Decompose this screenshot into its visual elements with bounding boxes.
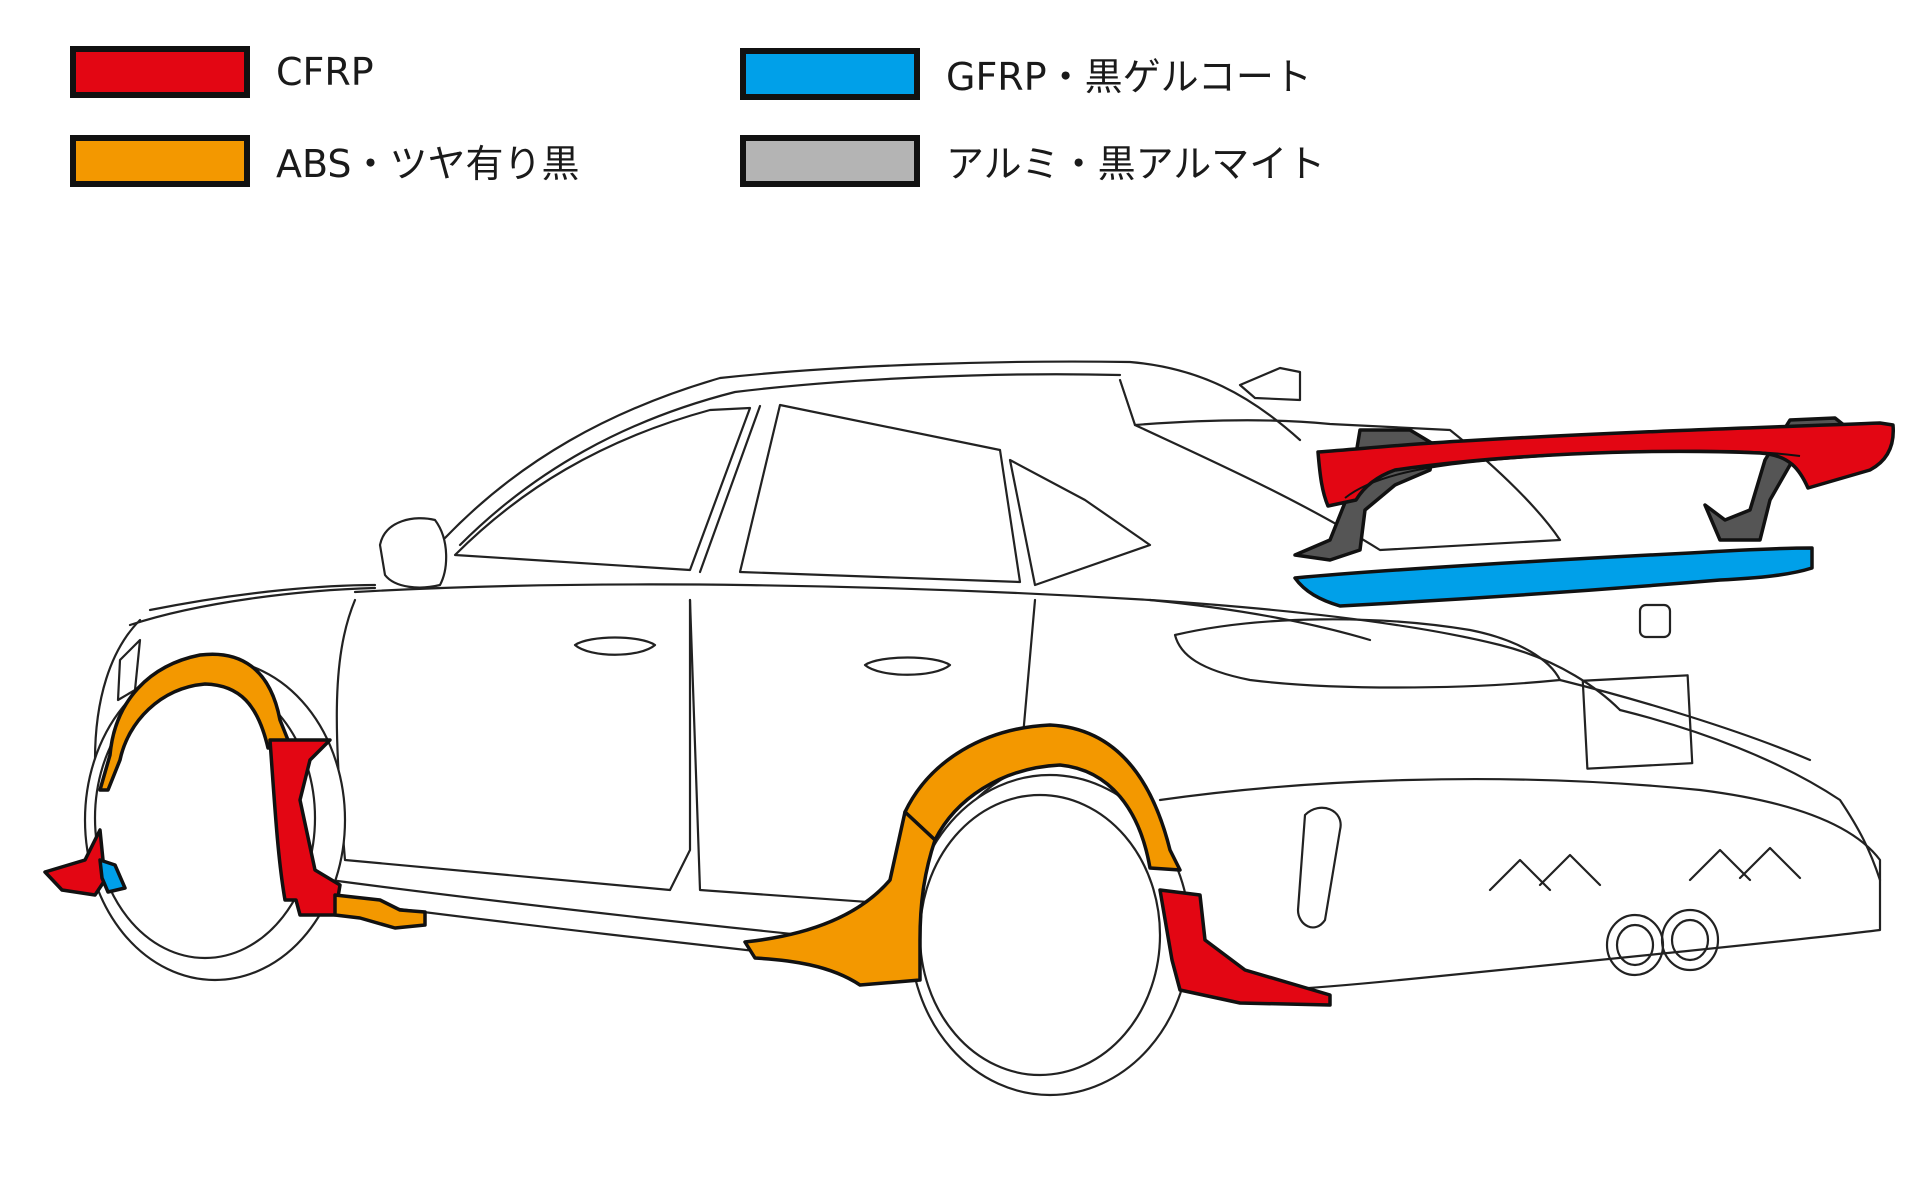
rear-emblem [1638, 603, 1672, 639]
front-lip [98, 858, 127, 894]
front-door-handle [573, 636, 657, 656]
front-canard [43, 828, 107, 897]
rear-wing [1316, 421, 1895, 508]
taillight [1173, 618, 1562, 689]
hood-line [128, 586, 377, 627]
rear-side-window [738, 403, 1022, 584]
front-door [335, 598, 692, 892]
license-plate [1581, 674, 1694, 770]
rear-bumper [1158, 778, 1882, 994]
alumi-swatch [740, 134, 920, 187]
side-mirror [378, 517, 448, 589]
rear-mudguard [1158, 888, 1332, 1007]
legend-item-cfrp: CFRP [70, 46, 374, 98]
legend-label-cfrp: CFRP [276, 50, 374, 94]
exhaust-tip-right [1660, 908, 1720, 972]
gfrp-swatch [740, 47, 920, 100]
legend-label-gfrp: GFRP・黒ゲルコート [946, 55, 1312, 99]
antenna [1238, 366, 1302, 402]
front-wheel-spat [268, 738, 342, 917]
legend-item-alumi: アルミ・黒アルマイト [740, 133, 1325, 188]
roof-line [443, 360, 1302, 540]
quarter-window [1008, 458, 1152, 587]
rear-diffuser [1488, 846, 1802, 892]
legend-item-gfrp: GFRP・黒ゲルコート [740, 46, 1312, 101]
legend-item-abs: ABS・ツヤ有り黒 [70, 133, 580, 188]
rear-window [1133, 419, 1562, 552]
front-side-window [453, 406, 752, 572]
rear-door-handle [863, 656, 952, 676]
legend-label-alumi: アルミ・黒アルマイト [946, 142, 1326, 186]
trunk-spoiler [1293, 546, 1814, 608]
rear-fender-flare [903, 723, 1182, 872]
cfrp-swatch [70, 46, 250, 98]
material-legend: CFRP GFRP・黒ゲルコート ABS・ツヤ有り黒 アルミ・黒アルマイト [0, 0, 1920, 220]
side-skirt [743, 810, 937, 987]
skirt-step [333, 893, 427, 930]
abs-swatch [70, 134, 250, 187]
legend-label-abs: ABS・ツヤ有り黒 [276, 142, 580, 186]
